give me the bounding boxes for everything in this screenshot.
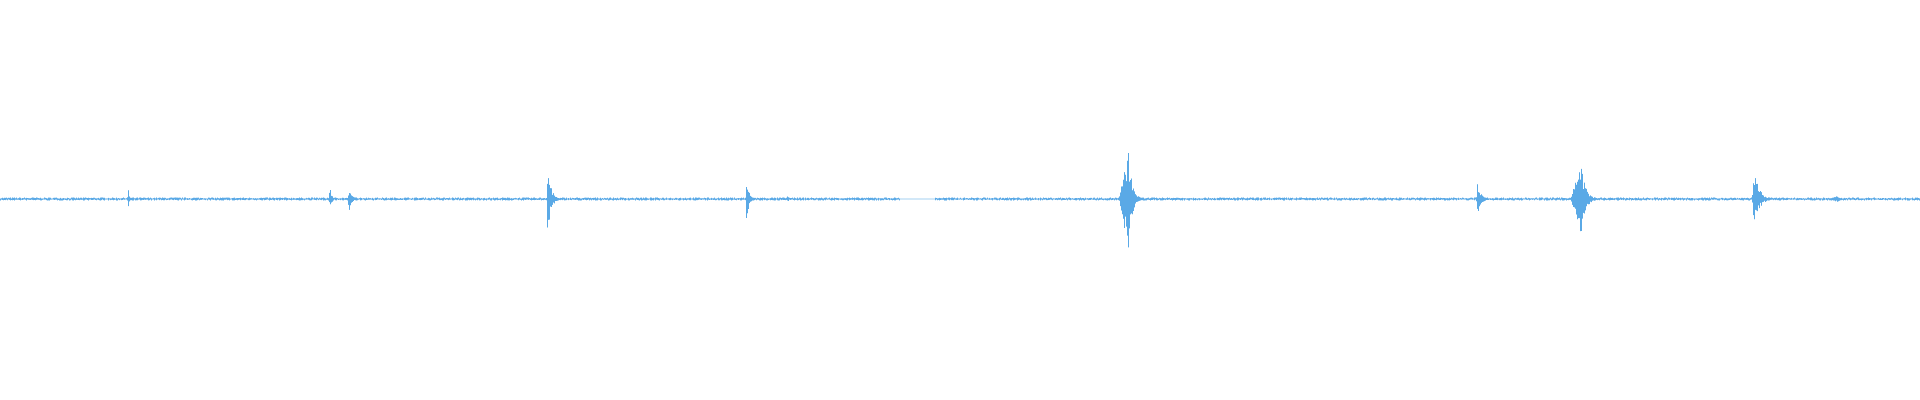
waveform-signal xyxy=(0,153,1920,248)
